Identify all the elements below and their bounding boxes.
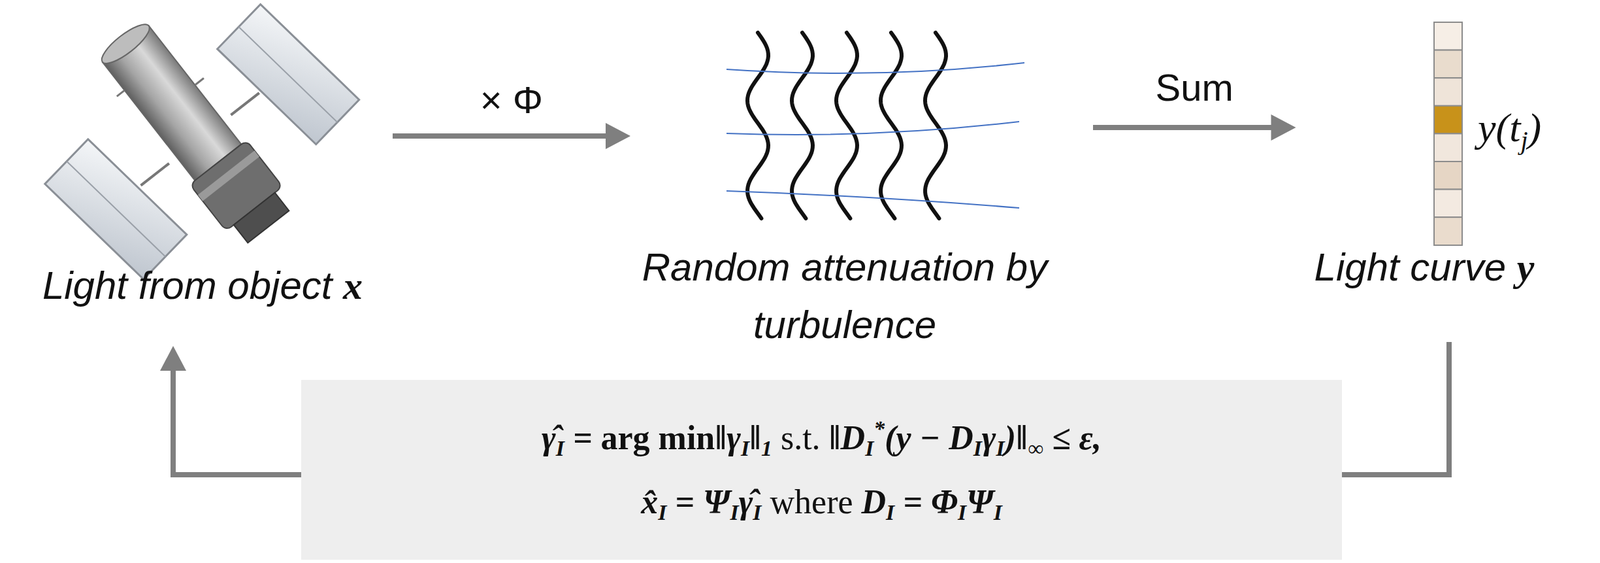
wave-line: [925, 32, 947, 219]
edge-label: Sum: [1151, 65, 1238, 110]
caption-text: Light from object x: [42, 256, 363, 315]
connector-line: [392, 133, 611, 139]
wave-line: [791, 32, 813, 219]
arrow-connector: [1093, 114, 1297, 141]
arrow-head: [160, 345, 187, 371]
figure-node: Light curve y: [1301, 19, 1548, 296]
signal-label: y(tj): [1477, 104, 1542, 151]
formula-line: γ̂I = arg min‖γI‖1 s.t. ‖DI*(y − DIγI)‖∞…: [541, 405, 1102, 470]
formula-panel: [301, 379, 1342, 560]
wave-line: [836, 32, 858, 219]
wave-line: [880, 32, 902, 219]
arrow-head: [605, 122, 631, 149]
connector-line: [173, 365, 302, 475]
arrow-head: [1271, 114, 1297, 141]
arrow-connector: [1341, 341, 1450, 475]
connector-line: [1341, 341, 1450, 475]
light-curve-bar: [1434, 22, 1463, 245]
wave-line: [747, 32, 769, 219]
edge-label: × Φ: [476, 77, 547, 122]
arrow-connector: [160, 345, 302, 475]
caption-text: Random attenuation by turbulence: [635, 238, 1054, 354]
formula-line: x̂I = ΨIγ̂I where DI = ΦIΨI: [640, 469, 1003, 534]
light-rays: [726, 62, 1025, 208]
formula-box: γ̂I = arg min‖γI‖1 s.t. ‖DI*(y − DIγI)‖∞…: [301, 379, 1342, 560]
figure-node: Light from object x: [16, 26, 389, 315]
satellite: [1, 0, 387, 319]
connector-line: [1093, 124, 1277, 131]
turbulence: [747, 32, 947, 219]
figure-node: Random attenuation by turbulence: [635, 26, 1054, 354]
arrow-connector: [392, 122, 631, 149]
caption-text: Light curve y: [1314, 238, 1535, 296]
